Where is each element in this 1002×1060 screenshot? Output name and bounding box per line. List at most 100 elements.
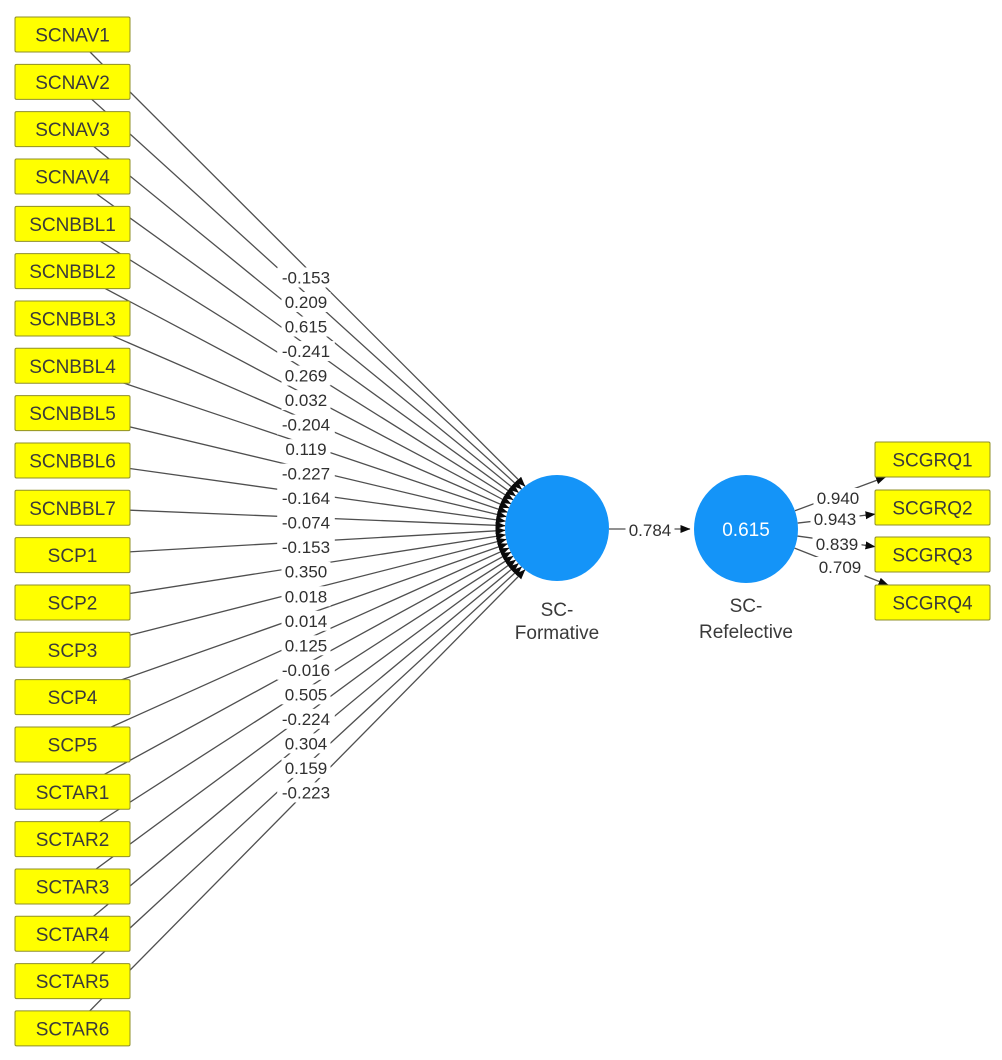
weight-value: -0.153 — [282, 538, 330, 557]
weight-path-line-scnbbl2[interactable] — [72, 270, 512, 505]
indicator-box-scp2[interactable] — [14, 584, 131, 621]
indicator-box-scp1[interactable] — [14, 537, 131, 574]
r-squared-value: 0.615 — [722, 520, 770, 541]
weight-value: 0.505 — [285, 685, 328, 704]
construct-formative-label-line1: SC- — [541, 600, 574, 621]
indicator-box-scnbbl1[interactable] — [14, 205, 131, 242]
labels-layer: -0.153 0.209 0.615 -0.241 0.269 0.032 -0.204 0.… — [29, 26, 973, 1041]
label-halo — [277, 537, 335, 558]
indicator-box-scp4[interactable] — [14, 679, 131, 716]
weight-value: -0.224 — [282, 710, 330, 729]
construct-formative-label-line2: Formative — [515, 623, 599, 644]
indicator-label: SCNBBL1 — [29, 215, 116, 236]
indicator-box-scp5[interactable] — [14, 726, 131, 763]
outcome-box-scgrq3[interactable] — [874, 536, 991, 573]
weight-path-line-scnbbl4[interactable] — [72, 365, 508, 513]
label-halo — [281, 684, 331, 705]
weight-value: 0.032 — [285, 391, 328, 410]
weight-value: 0.125 — [285, 636, 328, 655]
label-halo — [281, 292, 331, 313]
weight-path-line-scnav1[interactable] — [72, 34, 526, 487]
indicator-box-sctar1[interactable] — [14, 773, 131, 810]
indicator-box-scnbbl6[interactable] — [14, 442, 131, 479]
indicator-box-scp3[interactable] — [14, 631, 131, 668]
outcome-box-scgrq4[interactable] — [874, 584, 991, 621]
indicator-label: SCTAR1 — [36, 783, 110, 804]
indicator-label: SCNBBL2 — [29, 262, 116, 283]
indicator-box-scnbbl3[interactable] — [14, 300, 131, 337]
indicator-label: SCP4 — [48, 688, 98, 709]
label-halo — [812, 534, 862, 554]
weight-value: 0.119 — [285, 440, 326, 459]
label-halo — [625, 520, 675, 540]
weight-value: 0.615 — [285, 318, 328, 337]
indicator-box-scnbbl5[interactable] — [14, 395, 131, 432]
label-halo — [281, 586, 331, 607]
indicator-label: SCNBBL3 — [29, 309, 116, 330]
label-halo — [277, 512, 335, 533]
indicator-box-scnbbl2[interactable] — [14, 253, 131, 290]
indicator-label: SCNBBL6 — [29, 451, 116, 472]
label-halo — [281, 757, 331, 778]
weight-value: -0.016 — [282, 661, 330, 680]
indicator-label: SCTAR5 — [36, 972, 110, 993]
indicator-box-sctar2[interactable] — [14, 821, 131, 858]
indicator-label: SCTAR2 — [36, 830, 110, 851]
indicator-label: SCNBBL5 — [29, 404, 116, 425]
label-halo — [281, 390, 331, 411]
indicator-label: SCTAR4 — [36, 925, 110, 946]
outcome-label: SCGRQ2 — [892, 499, 972, 520]
weight-value: 0.269 — [285, 367, 328, 386]
indicator-box-sctar6[interactable] — [14, 1010, 131, 1047]
indicator-label: SCP1 — [48, 546, 98, 567]
label-halo — [810, 509, 860, 529]
indicator-label: SCP2 — [48, 593, 98, 614]
outcome-box-scgrq1[interactable] — [874, 441, 991, 478]
indicator-label: SCNAV1 — [35, 26, 110, 47]
indicator-box-scnbbl4[interactable] — [14, 347, 131, 384]
label-halo — [281, 561, 331, 582]
label-halo — [277, 341, 335, 362]
indicator-box-scnav1[interactable] — [14, 16, 131, 53]
weight-value: 0.304 — [285, 734, 328, 753]
label-halo — [277, 659, 335, 680]
indicator-box-scnav2[interactable] — [14, 63, 131, 100]
indicator-label: SCNAV4 — [35, 167, 110, 188]
indicator-box-scnav4[interactable] — [14, 158, 131, 195]
loading-value: 0.940 — [817, 489, 860, 508]
indicator-label: SCNAV3 — [35, 120, 110, 141]
loading-value: 0.839 — [816, 535, 859, 554]
nodes-layer — [14, 16, 991, 1047]
indicator-box-sctar4[interactable] — [14, 915, 131, 952]
indicator-box-sctar5[interactable] — [14, 963, 131, 1000]
outcome-label: SCGRQ3 — [892, 546, 972, 567]
indicator-label: SCNBBL4 — [29, 357, 116, 378]
weight-value: 0.209 — [285, 293, 328, 312]
label-halo — [281, 733, 331, 754]
path-coefficient: 0.784 — [629, 521, 672, 540]
indicator-box-scnbbl7[interactable] — [14, 489, 131, 526]
label-halo — [281, 635, 331, 656]
weight-value: -0.074 — [282, 514, 330, 533]
weight-path-line-scnbbl1[interactable] — [72, 223, 514, 501]
label-halo — [277, 708, 335, 729]
weight-value: -0.204 — [282, 416, 330, 435]
label-halo — [277, 782, 335, 803]
weight-value: 0.018 — [285, 587, 328, 606]
label-halo — [277, 414, 335, 435]
weight-path-line-scnbbl3[interactable] — [72, 317, 510, 509]
label-halo — [813, 488, 863, 508]
label-halo — [277, 488, 335, 509]
weight-value: 0.350 — [285, 563, 328, 582]
construct-reflective-circle[interactable] — [694, 475, 798, 583]
construct-formative-circle[interactable] — [505, 475, 609, 581]
outcome-box-scgrq2[interactable] — [874, 489, 991, 526]
label-halo — [281, 365, 331, 386]
weight-value: -0.223 — [282, 783, 330, 802]
indicator-box-sctar3[interactable] — [14, 868, 131, 905]
indicator-box-scnav3[interactable] — [14, 111, 131, 148]
label-halos-layer — [277, 267, 865, 803]
weight-value: -0.241 — [282, 342, 330, 361]
indicator-label: SCTAR3 — [36, 877, 110, 898]
